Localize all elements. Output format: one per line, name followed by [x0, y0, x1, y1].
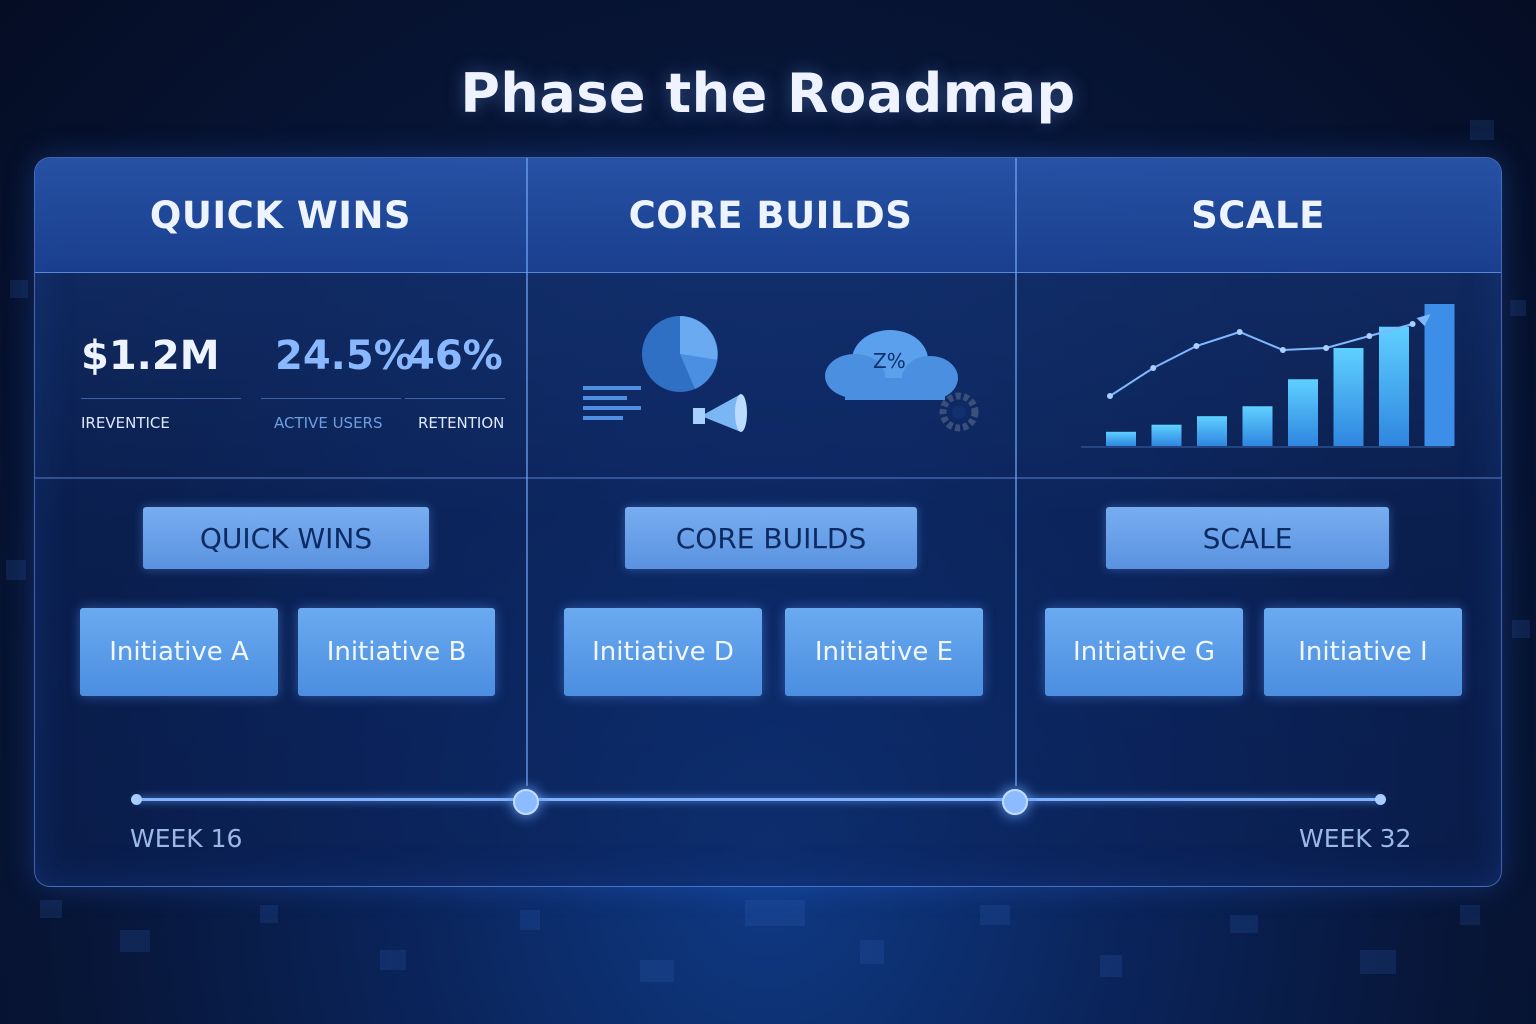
trend-point — [1107, 393, 1113, 399]
trend-point — [1236, 329, 1243, 335]
initiative-d[interactable]: Initiative D — [564, 608, 762, 696]
trend-point — [1409, 321, 1416, 327]
list-bars-icon — [583, 386, 641, 420]
chart-bar — [1197, 416, 1227, 446]
metric-label-retention: RETENTION — [418, 414, 505, 432]
trend-point — [1150, 365, 1157, 371]
phase-header-core-builds: CORE BUILDS — [628, 194, 913, 237]
chart-bar — [1288, 379, 1318, 446]
phase-header-quick-wins: QUICK WINS — [149, 194, 412, 237]
pie-chart-icon — [642, 316, 718, 392]
timeline-track — [136, 798, 1381, 801]
phase-header-scale: SCALE — [1191, 194, 1325, 237]
cloud-text: Z% — [873, 349, 906, 373]
trend-line — [1109, 323, 1413, 397]
phase-tag-core-builds[interactable]: CORE BUILDS — [625, 507, 917, 569]
trend-arrow — [1416, 314, 1431, 326]
timeline-milestone[interactable] — [1002, 789, 1028, 815]
timeline-start-label: WEEK 16 — [130, 824, 243, 853]
growth-chart — [1081, 304, 1455, 448]
timeline-end-label: WEEK 32 — [1299, 824, 1412, 853]
metric-value-active-users: 24.5% — [275, 333, 414, 379]
metric-underline — [81, 398, 241, 399]
metric-value-revenue: $1.2M — [81, 333, 220, 379]
initiative-i[interactable]: Initiative I — [1264, 608, 1462, 696]
chart-bar — [1242, 406, 1273, 446]
chart-bar — [1106, 431, 1136, 446]
timeline-milestone[interactable] — [513, 789, 539, 815]
timeline-end-dot — [1375, 794, 1386, 805]
chart-bar — [1151, 424, 1182, 446]
page-title: Phase the Roadmap — [460, 62, 1076, 125]
gear-icon — [939, 392, 979, 432]
phase-divider — [526, 158, 528, 786]
metric-label-active-users: ACTIVE USERS — [274, 414, 383, 432]
initiative-a[interactable]: Initiative A — [80, 608, 278, 696]
initiative-b[interactable]: Initiative B — [298, 608, 495, 696]
phase-header-band — [35, 158, 1501, 273]
trend-point — [1279, 347, 1286, 353]
trend-point — [1193, 343, 1200, 349]
megaphone-icon — [693, 394, 747, 432]
timeline-start-dot — [131, 794, 142, 805]
analytics-illustration: Z% — [583, 316, 979, 432]
metric-label-revenue: IREVENTICE — [81, 414, 170, 432]
metric-underline — [261, 398, 401, 399]
phase-tag-scale[interactable]: SCALE — [1106, 507, 1389, 569]
chart-bar — [1333, 348, 1364, 446]
chart-bar — [1379, 326, 1409, 446]
section-divider — [35, 477, 1501, 479]
initiative-e[interactable]: Initiative E — [785, 608, 983, 696]
chart-bar — [1424, 304, 1455, 446]
trend-point — [1366, 333, 1373, 339]
phase-divider — [1015, 158, 1017, 786]
phase-tag-quick-wins[interactable]: QUICK WINS — [143, 507, 429, 569]
roadmap-board: QUICK WINS CORE BUILDS SCALE $1.2M 24.5%… — [34, 157, 1502, 887]
initiative-g[interactable]: Initiative G — [1045, 608, 1243, 696]
metric-value-retention: 46% — [407, 333, 503, 379]
trend-point — [1323, 345, 1330, 351]
metric-underline — [405, 398, 505, 399]
cloud-icon: Z% — [825, 330, 958, 400]
